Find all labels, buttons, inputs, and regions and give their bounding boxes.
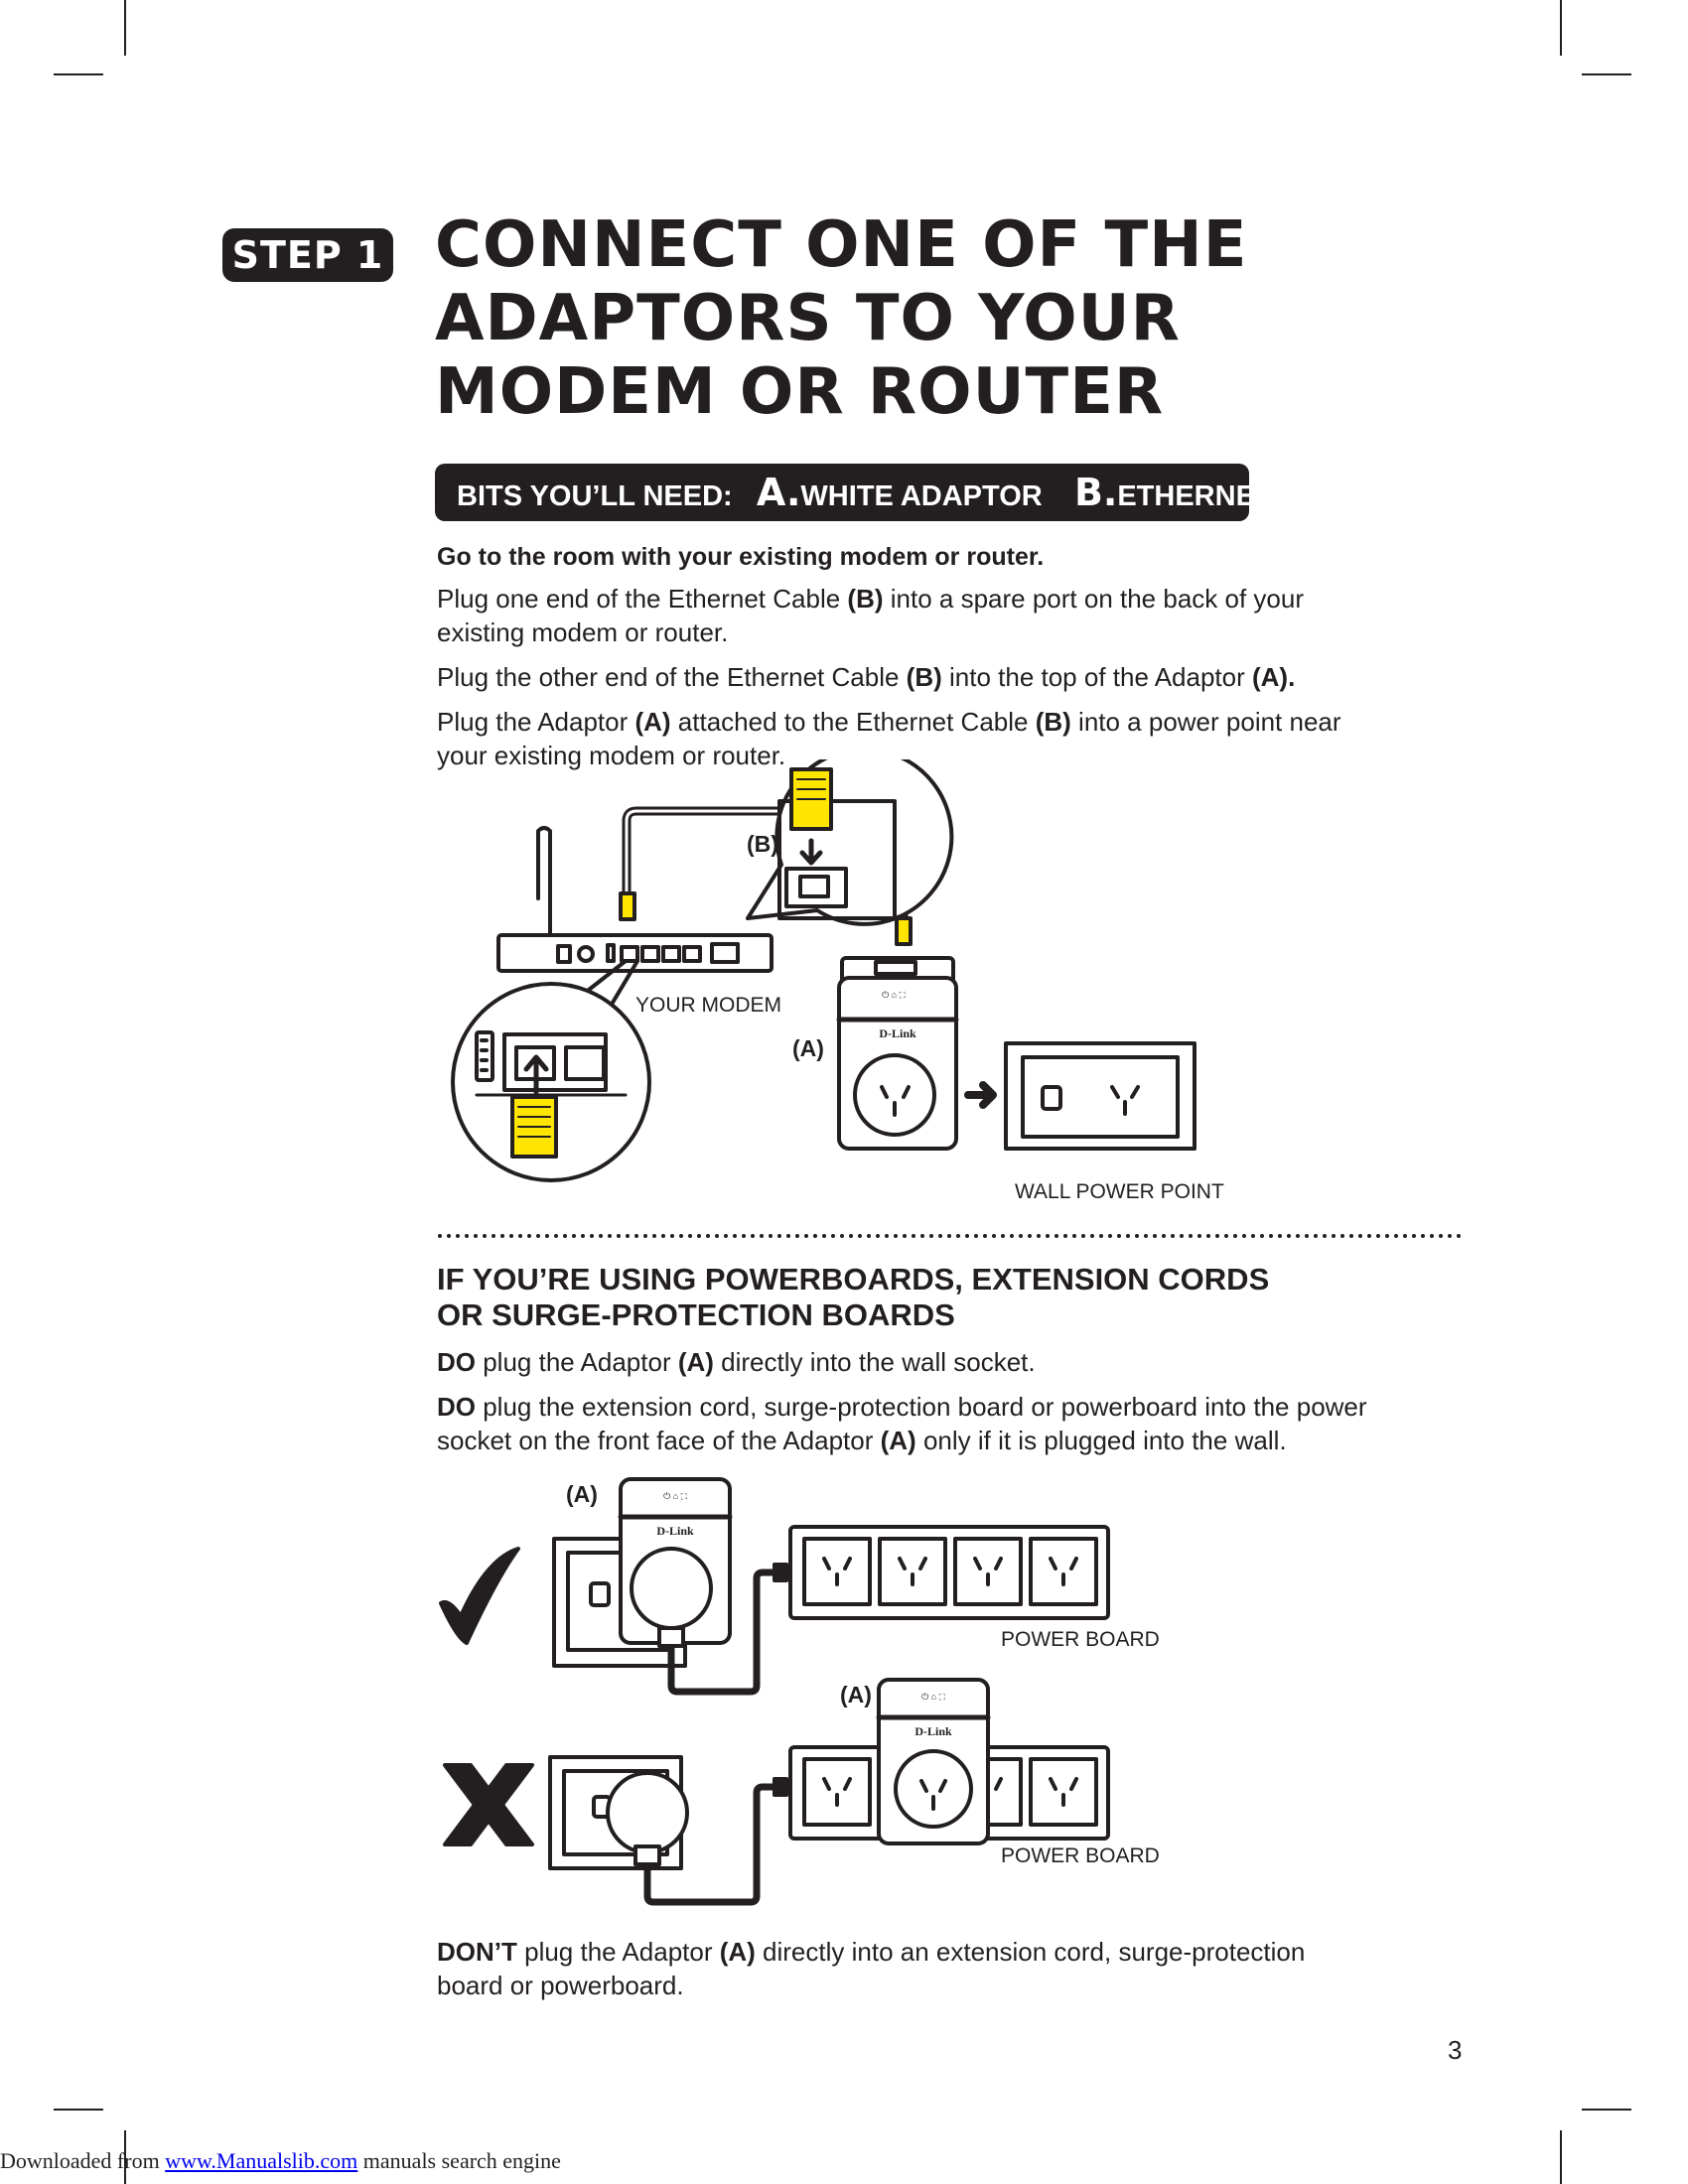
page-title: CONNECT ONE OF THE ADAPTORS TO YOUR MODE…: [435, 208, 1408, 429]
crop-mark: [124, 2130, 126, 2184]
bits-label: BITS YOU’LL NEED:: [457, 480, 733, 512]
manualslib-link[interactable]: www.Manualslib.com: [165, 2148, 358, 2173]
cable-b-label: (B): [747, 831, 778, 857]
wall-power-point-label: WALL POWER POINT: [1015, 1180, 1224, 1203]
svg-text:⏻ ⌂ ⛶: ⏻ ⌂ ⛶: [882, 990, 907, 1000]
connection-diagram: ⏻ ⌂ ⛶ D-Link: [451, 759, 1196, 1182]
download-footer: Downloaded from www.Manualslib.com manua…: [0, 2148, 561, 2174]
instruction-para-2: Plug the other end of the Ethernet Cable…: [437, 662, 1296, 692]
bits-b-item: ETHERNET CABLE: [1117, 480, 1380, 512]
bits-a-letter: A.: [756, 471, 801, 514]
bits-a-item: WHITE ADAPTOR: [800, 480, 1043, 512]
footer-suffix: manuals search engine: [357, 2148, 561, 2173]
crop-mark: [1582, 2109, 1631, 2111]
modem-label: YOUR MODEM: [635, 994, 781, 1017]
dont-para: DON’T plug the Adaptor (A) directly into…: [437, 1937, 1306, 2000]
instruction-para-1: Plug one end of the Ethernet Cable (B) i…: [437, 584, 1304, 647]
page-number: 3: [1448, 2035, 1463, 2065]
adaptor-brand-text: D-Link: [879, 1026, 916, 1040]
do-para-1: DO plug the Adaptor (A) directly into th…: [437, 1347, 1036, 1377]
title-line-1: CONNECT ONE OF THE: [435, 208, 1248, 282]
crop-mark: [124, 0, 126, 56]
dotted-divider: [438, 1234, 1466, 1238]
title-line-3: MODEM OR ROUTER: [435, 355, 1165, 429]
svg-text:⏻ ⌂ ⛶: ⏻ ⌂ ⛶: [663, 1491, 688, 1501]
crop-mark: [1560, 0, 1562, 56]
title-line-2: ADAPTORS TO YOUR: [435, 282, 1181, 355]
powerboard-diagram: ⏻ ⌂ ⛶ D-Link ⏻ ⌂ ⛶ D-Link: [439, 1477, 1110, 1906]
crop-mark: [54, 73, 103, 75]
good-adaptor-brand: D-Link: [656, 1524, 694, 1538]
bits-b-letter: B.: [1073, 471, 1118, 514]
step-badge: STEP 1: [222, 228, 393, 282]
crop-mark: [54, 2109, 103, 2111]
good-board-label: POWER BOARD: [1001, 1628, 1160, 1651]
intro-text: Go to the room with your existing modem …: [437, 543, 1045, 571]
do-para-2: DO plug the extension cord, surge-protec…: [437, 1392, 1367, 1455]
bad-board-label: POWER BOARD: [1001, 1844, 1160, 1867]
svg-text:⏻ ⌂ ⛶: ⏻ ⌂ ⛶: [921, 1692, 946, 1702]
crop-mark: [1582, 73, 1631, 75]
footer-prefix: Downloaded from: [0, 2148, 166, 2173]
adaptor-a-label: (A): [792, 1035, 824, 1061]
crop-mark: [1560, 2130, 1562, 2184]
bits-needed-bar: BITS YOU’LL NEED: A.WHITE ADAPTOR B.ETHE…: [435, 464, 1380, 521]
good-adaptor-label: (A): [566, 1481, 598, 1507]
instruction-para-3: Plug the Adaptor (A) attached to the Eth…: [437, 707, 1341, 770]
check-mark-icon: [439, 1547, 520, 1645]
bad-adaptor-label: (A): [840, 1682, 872, 1707]
cross-mark-icon: [443, 1763, 534, 1846]
bad-adaptor-brand: D-Link: [914, 1724, 952, 1738]
section-title: IF YOU’RE USING POWERBOARDS, EXTENSION C…: [437, 1262, 1270, 1332]
